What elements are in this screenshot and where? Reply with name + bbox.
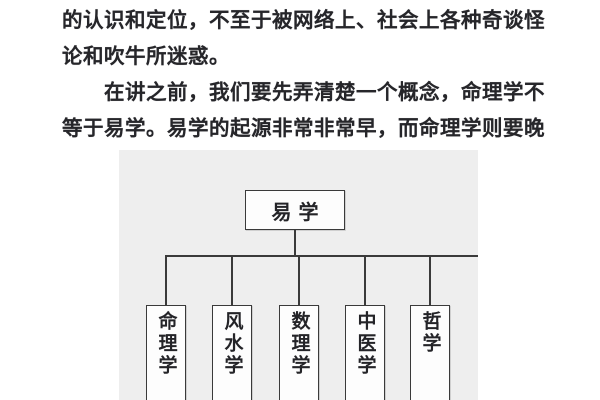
tree-node-child-3: 中医学 <box>345 305 385 400</box>
tree-node-child-0-label: 命理学 <box>155 311 178 377</box>
tree-node-child-4: 哲学 <box>410 305 450 400</box>
connector-stem-child-2 <box>298 255 300 305</box>
tree-node-child-4-label: 哲学 <box>419 311 442 355</box>
tree-node-root: 易学 <box>245 190 345 230</box>
connector-stem-child-0 <box>165 255 167 305</box>
tree-node-child-1-label: 风水学 <box>221 311 244 377</box>
yixue-tree-diagram: 易学 命理学 风水学 数理学 中医学 哲学 <box>119 150 478 400</box>
connector-stem-child-3 <box>364 255 366 305</box>
tree-node-child-1: 风水学 <box>212 305 252 400</box>
tree-node-child-2-label: 数理学 <box>288 311 311 377</box>
tree-node-child-3-label: 中医学 <box>354 311 377 377</box>
text-line: 等于易学。易学的起源非常非常早，而命理学则要晚 <box>62 116 545 140</box>
tree-node-root-label: 易学 <box>271 199 326 224</box>
connector-stem-child-4 <box>429 255 431 305</box>
text-line: 的认识和定位，不至于被网络上、社会上各种奇谈怪 <box>62 8 545 32</box>
text-line: 论和吹牛所迷惑。 <box>62 44 230 68</box>
tree-node-child-2: 数理学 <box>279 305 319 400</box>
tree-node-child-0: 命理学 <box>146 305 186 400</box>
text-line: 在讲之前，我们要先弄清楚一个概念，命理学不 <box>104 80 545 104</box>
body-text: 的认识和定位，不至于被网络上、社会上各种奇谈怪 论和吹牛所迷惑。 在讲之前，我们… <box>62 2 562 146</box>
connector-stem-child-1 <box>231 255 233 305</box>
connector-horizontal-bus <box>166 255 478 257</box>
connector-root-stem <box>294 230 296 256</box>
